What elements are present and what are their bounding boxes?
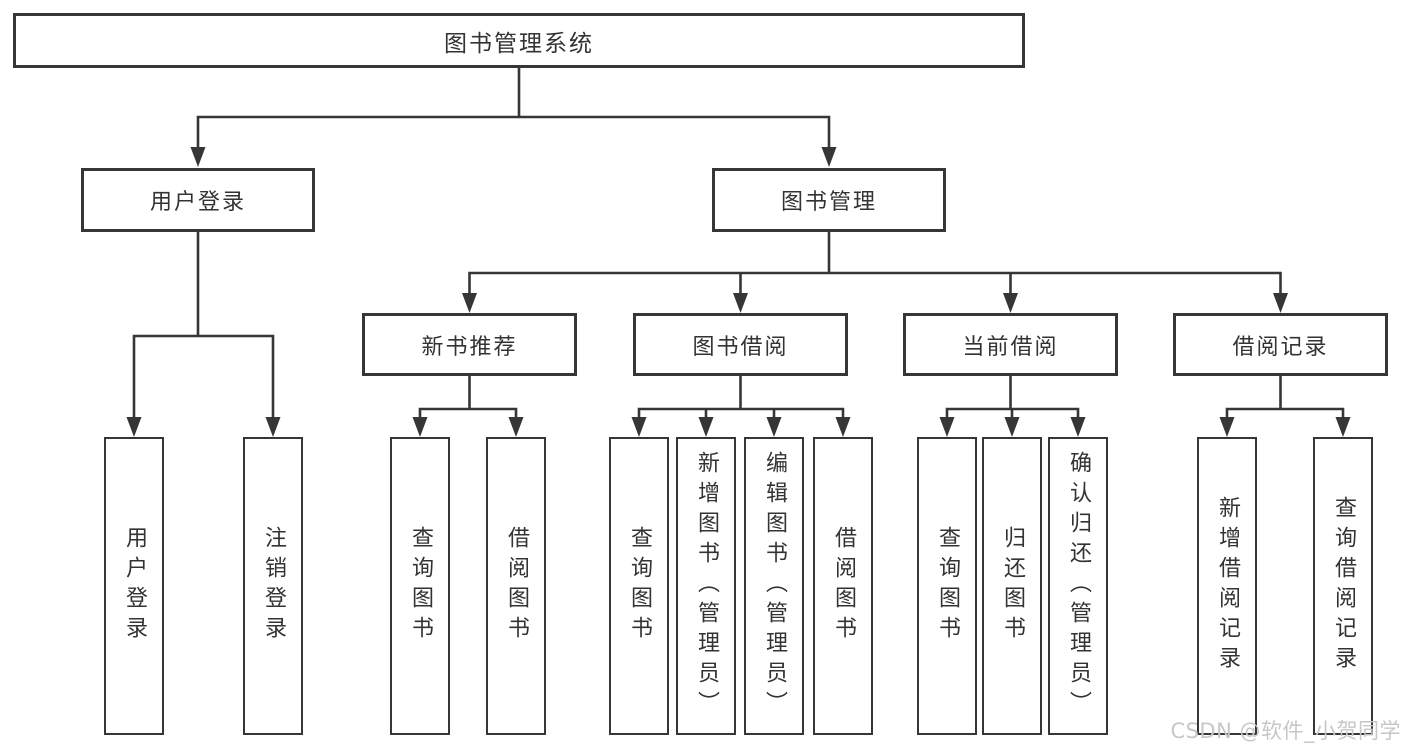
arrowhead-icon	[766, 417, 782, 437]
leaf-query-books-current: 查询图书	[917, 437, 977, 735]
node-root: 图书管理系统	[13, 13, 1025, 68]
arrowhead-icon	[412, 417, 428, 437]
arrowhead-icon	[733, 293, 748, 313]
arrowhead-icon	[508, 417, 524, 437]
arrowhead-icon	[190, 147, 206, 167]
leaf-query-borrow-record: 查询借阅记录	[1313, 437, 1373, 735]
node-book-management: 图书管理	[712, 168, 946, 232]
arrowhead-icon	[1003, 293, 1018, 313]
arrowhead-icon	[698, 417, 714, 437]
arrowhead-icon	[126, 417, 142, 437]
arrowhead-icon	[821, 147, 837, 167]
arrowhead-icon	[939, 417, 955, 437]
arrowhead-icon	[462, 293, 477, 313]
leaf-add-borrow-record: 新增借阅记录	[1197, 437, 1257, 735]
node-new-book-recommend: 新书推荐	[362, 313, 577, 376]
leaf-borrow-books-newbook: 借阅图书	[486, 437, 546, 735]
leaf-logout: 注销登录	[243, 437, 303, 735]
arrowhead-icon	[631, 417, 647, 437]
leaf-query-books-newbook: 查询图书	[390, 437, 450, 735]
leaf-return-books: 归还图书	[982, 437, 1042, 735]
leaf-query-books-borrow: 查询图书	[609, 437, 669, 735]
leaf-add-books-admin: 新增图书（管理员）	[676, 437, 736, 735]
node-user-login: 用户登录	[81, 168, 315, 232]
node-book-borrow: 图书借阅	[633, 313, 848, 376]
leaf-user-login: 用户登录	[104, 437, 164, 735]
leaf-borrow-books: 借阅图书	[813, 437, 873, 735]
node-current-borrow: 当前借阅	[903, 313, 1118, 376]
arrowhead-icon	[1335, 417, 1351, 437]
arrowhead-icon	[1273, 293, 1288, 313]
arrowhead-icon	[265, 417, 281, 437]
leaf-confirm-return-admin: 确认归还（管理员）	[1048, 437, 1108, 735]
arrowhead-icon	[1070, 417, 1086, 437]
arrowhead-icon	[835, 417, 851, 437]
node-borrow-record: 借阅记录	[1173, 313, 1388, 376]
arrowhead-icon	[1004, 417, 1020, 437]
leaf-edit-books-admin: 编辑图书（管理员）	[744, 437, 804, 735]
connector-stems	[132, 66, 1345, 426]
arrowhead-icon	[1219, 417, 1235, 437]
csdn-watermark: CSDN @软件_小贺同学	[1170, 719, 1401, 743]
